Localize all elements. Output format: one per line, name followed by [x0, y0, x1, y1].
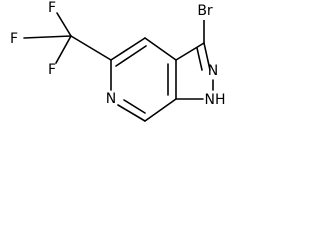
- bond-c3-n2-double: [196, 47, 203, 71]
- bond-c7a-c7: [144, 98, 177, 122]
- atom-f-bottom: F: [48, 62, 56, 78]
- bond-c-f-bottom: [55, 35, 72, 64]
- chemical-structure: Br F F F N NH N: [10, 0, 226, 122]
- atom-nh-pyrazole: NH: [205, 92, 226, 108]
- bond-c3-n2: [203, 42, 211, 71]
- atom-n-pyridine: N: [106, 91, 116, 107]
- atom-f-top: F: [48, 0, 56, 16]
- bonds: [23, 12, 214, 122]
- structure-canvas: Br F F F N NH N: [0, 0, 233, 133]
- atom-br: Br: [197, 3, 213, 19]
- atom-f-left: F: [10, 31, 18, 47]
- bond-cf3-ring: [70, 35, 112, 61]
- bond-c-f-top: [56, 12, 72, 37]
- bond-c7-n6: [117, 104, 146, 122]
- bond-c5-c4-double: [115, 45, 147, 67]
- bond-c-f-left: [23, 35, 72, 39]
- bond-c4-c3a: [144, 37, 177, 61]
- atom-n-pyrazole: N: [208, 63, 218, 79]
- bond-c5-c4: [110, 37, 146, 61]
- bond-c7-n6-double: [123, 99, 146, 114]
- atom-labels: Br F F F N NH N: [10, 0, 226, 108]
- bond-c3a-c3: [175, 42, 205, 61]
